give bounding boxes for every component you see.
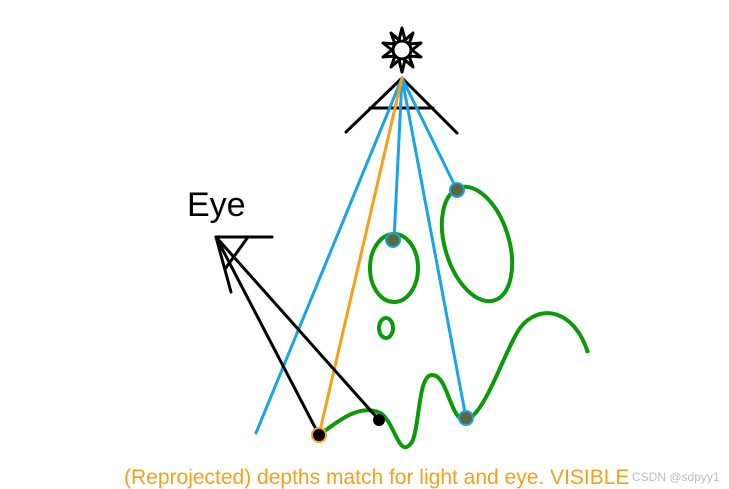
sample-point-ground: [458, 410, 474, 426]
sun-core: [391, 39, 413, 61]
light-frustum-left: [344, 76, 404, 134]
light-ray-to-small-ellipse: [392, 76, 404, 242]
light-rays: [254, 76, 468, 435]
sun-icon: [381, 26, 423, 74]
sample-point-small-ellipse: [385, 232, 401, 248]
ground-curve: [317, 311, 590, 450]
matching-light-ray: [317, 76, 404, 437]
light-ray-outer-left: [254, 76, 404, 435]
eye-rays: [214, 235, 381, 437]
visible-point: [311, 427, 327, 443]
eye-ray-to-visible-point: [214, 235, 321, 437]
caption: (Reprojected) depths match for light and…: [124, 466, 629, 489]
scene-geometry: [317, 184, 590, 450]
eye-hit-point: [373, 414, 385, 426]
light-ray-to-large-ellipse: [400, 76, 459, 192]
eye-label: Eye: [187, 186, 246, 224]
sample-point-large-ellipse: [449, 182, 465, 198]
light-ray-to-ground: [400, 76, 468, 420]
large-ellipse: [439, 184, 515, 304]
watermark: CSDN @sdpyy1: [632, 470, 720, 484]
light-frustum-right: [400, 76, 459, 135]
tiny-ellipse: [377, 316, 395, 340]
eye-ray-to-second-point: [214, 235, 381, 422]
eye-frustum-left: [214, 235, 233, 294]
sample-points: [311, 182, 474, 443]
